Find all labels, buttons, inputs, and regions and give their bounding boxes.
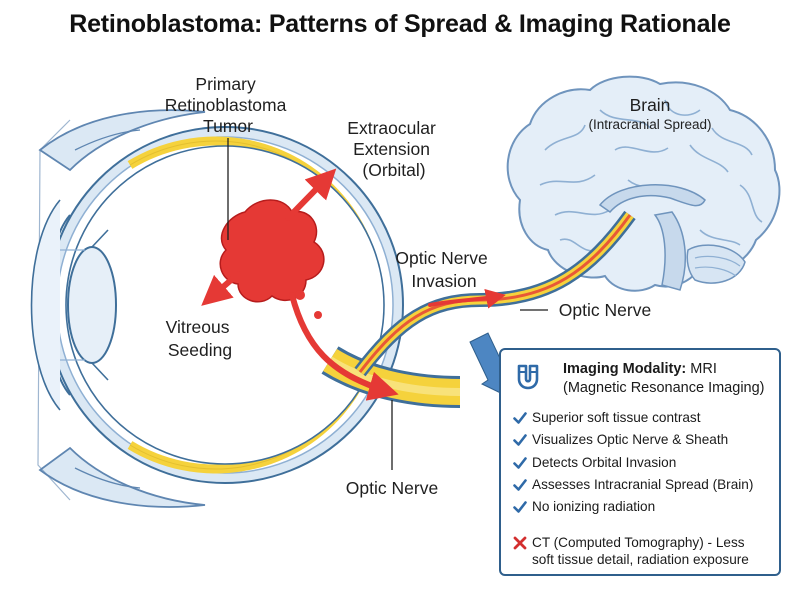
magnet-icon: [517, 364, 539, 390]
benefit-list: Superior soft tissue contrast Visualizes…: [513, 410, 753, 521]
list-item: Detects Orbital Invasion: [513, 455, 753, 471]
primary-tumor-label: Primary Retinoblastoma Tumor: [165, 74, 291, 136]
cerebellum: [686, 244, 746, 284]
eyelids: [37, 109, 206, 508]
check-icon: [513, 412, 527, 424]
brain: [506, 75, 781, 292]
optic-invasion-label: Optic Nerve Invasion: [395, 248, 492, 291]
contra-item: CT (Computed Tomography) - Less soft tis…: [513, 534, 749, 568]
list-item: Visualizes Optic Nerve & Sheath: [513, 432, 753, 448]
corpus-callosum: [598, 184, 706, 214]
brain-spread-arrow: [428, 288, 506, 309]
contra-line-1: CT (Computed Tomography) - Less: [532, 535, 745, 550]
vitreous-arrow: [201, 271, 241, 306]
imaging-heading: Imaging Modality: MRI (Magnetic Resonanc…: [563, 360, 765, 398]
list-item: Superior soft tissue contrast: [513, 410, 753, 426]
check-icon: [513, 479, 527, 491]
check-icon: [513, 456, 527, 469]
spread-arrows: [201, 168, 506, 401]
contra-line-2: soft tissue detail, radiation exposure: [532, 552, 749, 567]
optic-invasion-arrow: [289, 292, 399, 401]
imaging-heading-value: MRI: [690, 361, 717, 377]
imaging-heading-sub: (Magnetic Resonance Imaging): [563, 380, 765, 396]
brainstem: [653, 211, 686, 291]
check-icon: [513, 501, 527, 513]
lens: [30, 199, 117, 411]
leader-lines: [227, 138, 548, 470]
imaging-heading-bold: Imaging Modality:: [563, 361, 687, 377]
brain-sub-label: (Intracranial Spread): [588, 117, 711, 132]
check-icon: [513, 434, 527, 447]
list-item: Assesses Intracranial Spread (Brain): [513, 477, 753, 493]
page-title: Retinoblastoma: Patterns of Spread & Ima…: [69, 10, 731, 38]
vitreous-label: Vitreous Seeding: [166, 317, 235, 360]
optic-nerve-bottom-label: Optic Nerve: [346, 478, 438, 498]
list-item: No ionizing radiation: [513, 499, 753, 515]
extraocular-label: Extraocular Extension (Orbital): [347, 118, 440, 180]
optic-nerve-right-label: Optic Nerve: [559, 300, 651, 320]
brain-label: Brain: [630, 95, 671, 115]
extraocular-arrow: [285, 168, 337, 221]
imaging-panel: Imaging Modality: MRI (Magnetic Resonanc…: [499, 348, 781, 576]
cross-icon: [513, 536, 527, 550]
